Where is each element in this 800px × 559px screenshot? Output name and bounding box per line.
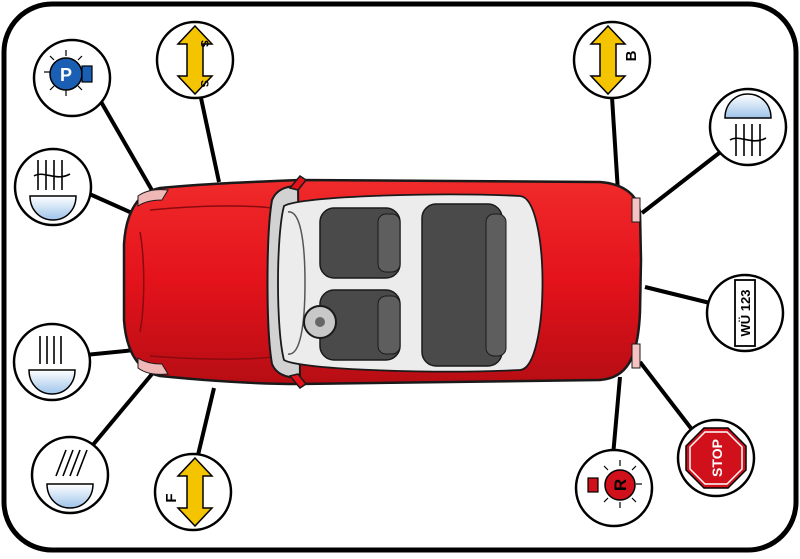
license-plate-callout: WÜ 123: [705, 273, 785, 353]
rear-lamp-lower: [631, 343, 641, 369]
rear-fog-light-icon: [724, 93, 772, 156]
car-top-view: [122, 175, 643, 389]
parking-light-letter: P: [60, 65, 72, 85]
front-right-lamp: [137, 357, 169, 375]
turn-signal-front-right-callout: B: [572, 20, 652, 100]
turn-signal-icon: S S: [176, 24, 214, 96]
side-mirror-left: [288, 175, 308, 191]
turn-signal-front-left-letter-2: S: [198, 80, 210, 87]
side-mirror-right: [288, 373, 308, 389]
high-beam-icon: [46, 449, 94, 509]
parking-light-callout: P: [32, 38, 112, 118]
license-plate-icon: WÜ 123: [734, 279, 756, 347]
front-left-lamp: [137, 189, 169, 207]
turn-signal-rear-left-letter: F: [163, 493, 180, 502]
reversing-light-callout: R: [574, 448, 654, 528]
leader-lines: [84, 96, 725, 457]
parking-light-icon: P: [44, 50, 93, 96]
turn-signal-icon: B: [589, 24, 640, 96]
front-fog-light-icon: [29, 160, 77, 221]
brake-light-callout: STOP: [676, 418, 756, 498]
rear-fog-light-callout: [708, 87, 788, 167]
reversing-light-icon: R: [587, 460, 642, 508]
stop-sign-text: STOP: [709, 439, 725, 477]
turn-signal-front-left-letter: S: [198, 40, 210, 47]
turn-signal-front-left-callout: S S: [155, 20, 235, 100]
turn-signal-icon: F: [163, 456, 214, 528]
rear-lamp-upper: [631, 197, 641, 223]
high-beam-callout: [30, 435, 110, 515]
license-plate-text: WÜ 123: [738, 290, 753, 337]
low-beam-icon: [28, 336, 76, 395]
reversing-light-letter: R: [611, 479, 630, 491]
turn-signal-rear-left-callout: F: [153, 452, 233, 532]
front-fog-light-callout: [13, 147, 93, 227]
stop-sign-icon: STOP: [685, 427, 747, 489]
turn-signal-front-right-letter: B: [623, 50, 640, 61]
low-beam-callout: [12, 322, 92, 402]
